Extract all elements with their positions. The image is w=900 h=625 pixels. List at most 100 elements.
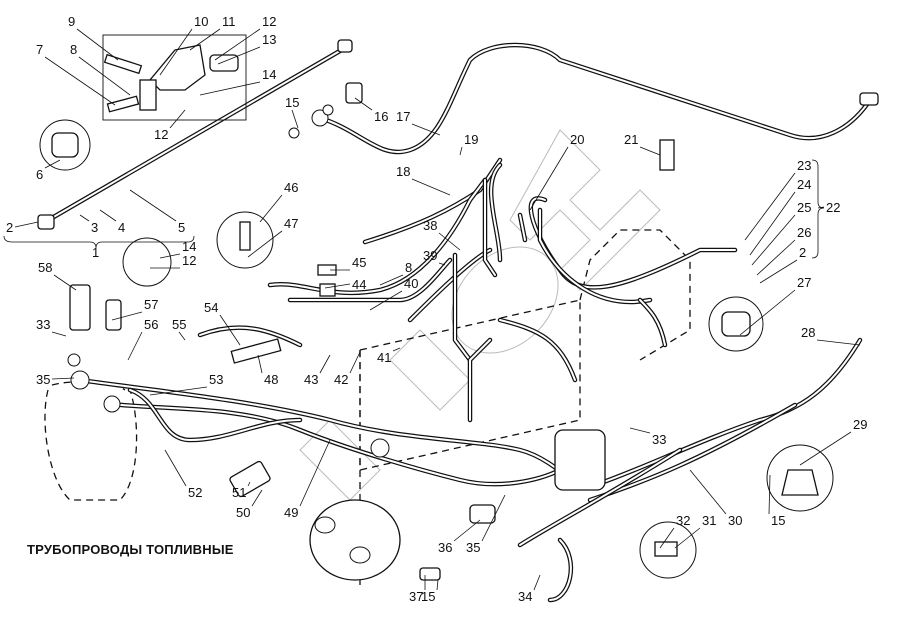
leader-line [459,146,463,156]
leader-line [219,314,241,346]
leader-line [411,123,441,136]
callout-33: 33 [36,317,50,332]
callout-11: 11 [222,14,236,29]
leader-line [739,289,796,336]
callout-48: 48 [264,372,278,387]
leader-line [319,354,331,374]
callout-21: 21 [624,132,638,147]
leader-line [453,519,481,542]
leader-line [291,109,299,129]
callout-37: 37 [409,589,423,604]
callout-49: 49 [284,505,298,520]
callout-32: 32 [676,513,690,528]
callout-45: 45 [352,255,366,270]
leader-line [214,28,261,61]
leader-line [749,191,796,256]
callout-12: 12 [182,253,196,268]
fuel-pipe [499,319,576,381]
leader-line [149,386,208,396]
callout-58: 58 [38,260,52,275]
fuel-pipe [484,179,496,276]
leader-line [247,230,283,258]
leader-line [76,28,119,61]
callout-52: 52 [188,485,202,500]
callout-7: 7 [36,42,43,57]
leader-line [379,274,404,286]
fuel-pipe [519,214,526,241]
leader-line [299,439,331,507]
callout-56: 56 [144,317,158,332]
callout-14: 14 [182,239,196,254]
leader-line [199,81,261,96]
leader-line [257,354,263,374]
leader-line [251,489,263,507]
callout-14: 14 [262,67,276,82]
fuel-pipe [519,449,681,546]
leader-line [159,28,193,76]
leader-line [369,290,403,311]
callout-17: 17 [396,109,410,124]
callout-22: 22 [826,200,840,215]
callout-4: 4 [118,220,125,235]
leader-line [529,146,569,211]
callout-44: 44 [352,277,366,292]
fuel-pipe [549,539,572,601]
callout-20: 20 [570,132,584,147]
fuel-pipe [497,317,578,383]
callout-8: 8 [405,260,412,275]
leader-line [247,481,251,487]
callout-12: 12 [154,127,168,142]
leader-line [44,159,61,169]
callout-36: 36 [438,540,452,555]
callout-24: 24 [797,177,811,192]
leader-line [99,209,117,222]
leader-line [436,579,439,591]
callout-5: 5 [178,220,185,235]
callout-55: 55 [172,317,186,332]
leader-line [759,259,798,284]
fuel-pipe [547,537,574,603]
fuel-pipe [44,47,346,223]
callout-15: 15 [421,589,435,604]
fuel-pipe [319,44,871,153]
leader-line [799,431,852,466]
leader-line [411,178,451,196]
callout-51: 51 [232,485,246,500]
leader-line [349,351,361,374]
leader-line [438,262,446,266]
leader-line [533,574,541,591]
callout-18: 18 [396,164,410,179]
leader-line [674,527,701,549]
leader-line [392,347,401,352]
fuel-pipe [317,42,873,155]
leader-lines [3,28,861,591]
callout-2: 2 [799,245,806,260]
fuel-pipe [77,377,573,483]
callout-43: 43 [304,372,318,387]
leader-line [189,28,221,51]
leader-line [51,331,67,337]
callout-26: 26 [797,225,811,240]
callout-1: 1 [92,245,99,260]
callout-28: 28 [801,325,815,340]
leader-line [51,377,75,380]
leader-line [164,449,187,487]
leader-line [53,274,77,291]
leader-line [169,109,186,129]
fuel-pipe [467,337,493,423]
callout-38: 38 [423,218,437,233]
callout-50: 50 [236,505,250,520]
callout-34: 34 [518,589,532,604]
callout-35: 35 [36,372,50,387]
callout-15: 15 [285,95,299,110]
callout-16: 16 [374,109,388,124]
leader-line [438,232,461,251]
leader-line [129,189,177,222]
leader-line [324,283,351,289]
leader-line [751,214,796,266]
leader-line [481,494,506,542]
callout-53: 53 [209,372,223,387]
bracket-1 [3,235,195,249]
